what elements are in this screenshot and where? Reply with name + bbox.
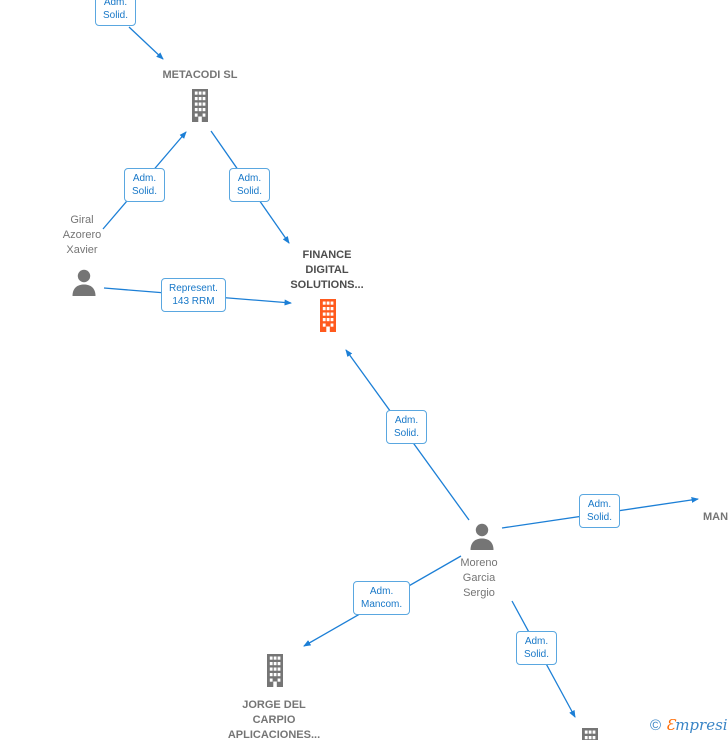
edge-label-line: Solid. bbox=[237, 186, 263, 197]
edge-label-line: 143 RRM bbox=[172, 296, 215, 307]
node-label-line: DIGITAL bbox=[305, 264, 349, 276]
node-label-line: Moreno bbox=[460, 557, 498, 569]
metacodi-building-icon[interactable] bbox=[187, 89, 213, 127]
giral-person-icon[interactable] bbox=[69, 269, 99, 301]
empresia-watermark[interactable]: © Ɛmpresia bbox=[650, 716, 728, 734]
node-label-metacodi[interactable]: METACODI SL bbox=[100, 68, 300, 83]
edge-label-adm-solid-giral-metacodi[interactable]: Adm. Solid. bbox=[124, 168, 166, 202]
edge-label-line: Represent. bbox=[169, 283, 218, 294]
node-label-line: FINANCE bbox=[302, 249, 352, 261]
node-label-line: CARPIO bbox=[252, 714, 296, 726]
edge-label-line: Mancom. bbox=[361, 599, 403, 610]
node-label-line: Xavier bbox=[66, 244, 98, 256]
edge-label-line: Solid. bbox=[524, 649, 550, 660]
edge-label-line: Adm. bbox=[587, 499, 612, 510]
moreno-person-icon[interactable] bbox=[467, 523, 497, 555]
edge-label-represent-143-rrm[interactable]: Represent. 143 RRM bbox=[161, 278, 226, 312]
edge-label-adm-solid-moreno-mani[interactable]: Adm. Solid. bbox=[579, 494, 621, 528]
edge-label-adm-solid-moreno-bottom[interactable]: Adm. Solid. bbox=[516, 631, 558, 665]
edge-label-line: Solid. bbox=[103, 10, 129, 21]
brand-initial: Ɛ bbox=[665, 716, 676, 734]
edge-label-line: Adm. bbox=[369, 586, 394, 597]
bottom-building-icon[interactable] bbox=[577, 728, 603, 740]
node-label-jorge[interactable]: JORGE DEL CARPIO APLICACIONES... bbox=[204, 698, 344, 740]
node-label-line: MANI bbox=[703, 511, 728, 523]
node-label-finance[interactable]: FINANCE DIGITAL SOLUTIONS... bbox=[267, 248, 387, 293]
node-label-line: METACODI SL bbox=[162, 69, 238, 81]
edge-label-line: Adm. bbox=[237, 173, 262, 184]
edge-label-line: Adm. bbox=[524, 636, 549, 647]
node-label-line: JORGE DEL bbox=[242, 699, 306, 711]
node-label-line: SOLUTIONS... bbox=[290, 279, 364, 291]
edge-label-line: Solid. bbox=[587, 512, 613, 523]
finance-building-icon[interactable] bbox=[315, 299, 341, 337]
edge-arrow-top-to-metacodi bbox=[128, 26, 164, 60]
edge-label-line: Solid. bbox=[394, 428, 420, 439]
node-label-moreno[interactable]: Moreno Garcia Sergio bbox=[429, 556, 529, 601]
node-label-line: Azorero bbox=[62, 229, 102, 241]
node-label-line: Sergio bbox=[463, 587, 495, 599]
edge-label-line: Adm. bbox=[103, 0, 128, 8]
node-label-mani[interactable]: MANI bbox=[703, 510, 728, 525]
node-label-line: Garcia bbox=[462, 572, 496, 584]
copyright-symbol: © bbox=[650, 717, 662, 734]
edge-label-adm-solid-moreno-finance[interactable]: Adm. Solid. bbox=[386, 410, 428, 444]
node-label-line: Giral bbox=[70, 214, 94, 226]
edge-label-adm-solid-top[interactable]: Adm. Solid. bbox=[95, 0, 137, 26]
jorge-building-icon[interactable] bbox=[262, 654, 288, 692]
edge-label-line: Adm. bbox=[394, 415, 419, 426]
edge-label-line: Adm. bbox=[132, 173, 157, 184]
node-label-line: APLICACIONES... bbox=[227, 729, 321, 740]
brand-rest: mpresia bbox=[675, 716, 728, 734]
node-label-giral[interactable]: Giral Azorero Xavier bbox=[32, 213, 132, 258]
edge-label-adm-solid-metacodi-finance[interactable]: Adm. Solid. bbox=[229, 168, 271, 202]
edge-label-line: Solid. bbox=[132, 186, 158, 197]
edge-label-adm-mancom-moreno-jorge[interactable]: Adm. Mancom. bbox=[353, 581, 411, 615]
